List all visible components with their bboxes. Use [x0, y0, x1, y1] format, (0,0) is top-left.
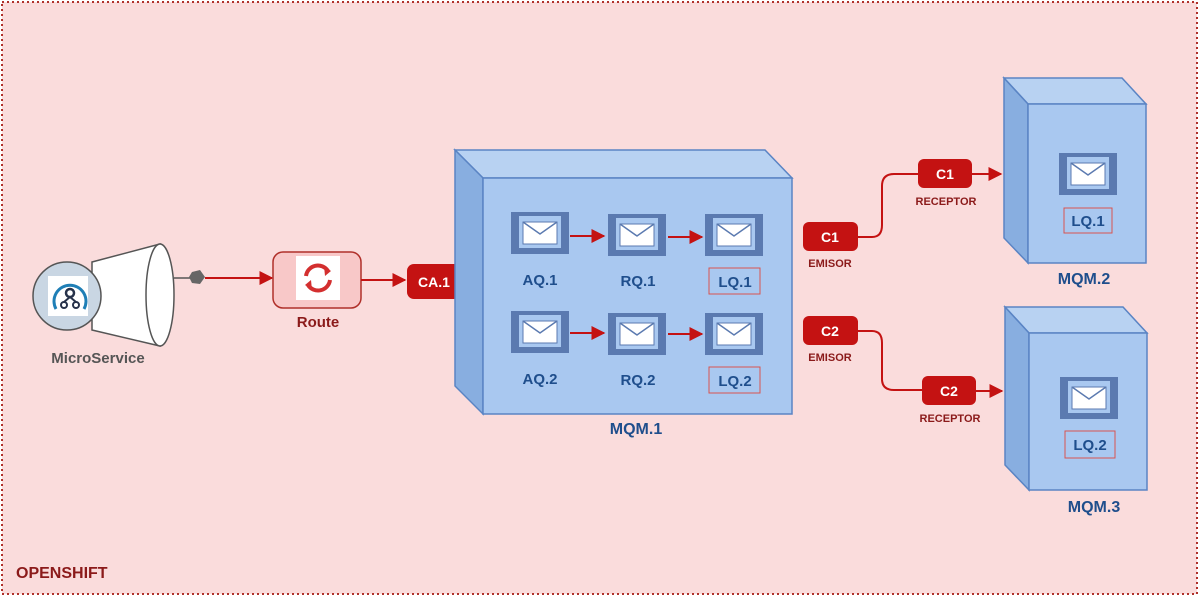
channel-c2-emisor[interactable]: C2 [803, 316, 858, 345]
lq2-label: LQ.2 [718, 373, 751, 390]
rq1-label: RQ.1 [620, 273, 655, 290]
openshift-sync-icon [296, 256, 340, 300]
microservice-icon [48, 276, 88, 316]
mqm2-label: MQM.2 [1058, 271, 1111, 288]
channel-c2-emisor-label: C2 [821, 323, 839, 339]
microservice-cone-end [145, 243, 175, 347]
link-c2 [858, 330, 922, 391]
connector-dot [189, 270, 205, 284]
lq2-queue-icon[interactable] [704, 312, 764, 356]
channel-c2-receptor-label: C2 [940, 383, 958, 399]
channel-c1-emisor-caption: EMISOR [808, 258, 851, 270]
lq1-label: LQ.1 [718, 274, 751, 291]
channel-c1-emisor-label: C1 [821, 229, 839, 245]
channel-c1-receptor-label: C1 [936, 166, 954, 182]
rq1-queue-icon[interactable] [607, 213, 667, 257]
channel-c1-receptor[interactable]: C1 [918, 159, 972, 188]
route-label: Route [297, 314, 340, 331]
channel-c2-receptor-caption: RECEPTOR [920, 413, 981, 425]
openshift-label: OPENSHIFT [16, 565, 108, 582]
channel-c2-emisor-caption: EMISOR [808, 352, 851, 364]
mqm3-lq2-label: LQ.2 [1073, 437, 1106, 454]
microservice-node[interactable]: MicroService [32, 243, 175, 367]
channel-ca1-label: CA.1 [418, 274, 450, 290]
channel-c1-emisor[interactable]: C1 [803, 222, 858, 251]
mqm2-lq1-label: LQ.1 [1071, 213, 1104, 230]
channel-c2-receptor[interactable]: C2 [922, 376, 976, 405]
mqm2-lq1-queue-icon[interactable] [1058, 152, 1118, 196]
microservice-label: MicroService [51, 350, 144, 367]
mqm3-label: MQM.3 [1068, 499, 1121, 516]
mqm3-lq2-label-box [1064, 430, 1116, 459]
rq2-queue-icon[interactable] [607, 312, 667, 356]
mqm3-lq2-queue-icon[interactable] [1059, 376, 1119, 420]
aq2-label: AQ.2 [522, 371, 557, 388]
link-c1 [858, 173, 918, 238]
aq1-label: AQ.1 [522, 272, 557, 289]
aq2-queue-icon[interactable] [510, 310, 570, 354]
mqm2-lq1-label-box [1063, 207, 1113, 234]
mqm1-label: MQM.1 [610, 421, 663, 438]
lq2-label-box [708, 366, 761, 394]
aq1-queue-icon[interactable] [510, 211, 570, 255]
rq2-label: RQ.2 [620, 372, 655, 389]
route-node[interactable]: Route [272, 251, 362, 331]
channel-c1-receptor-caption: RECEPTOR [916, 196, 977, 208]
channel-ca1[interactable]: CA.1 [407, 264, 461, 299]
lq1-queue-icon[interactable] [704, 213, 764, 257]
lq1-label-box [708, 267, 761, 295]
